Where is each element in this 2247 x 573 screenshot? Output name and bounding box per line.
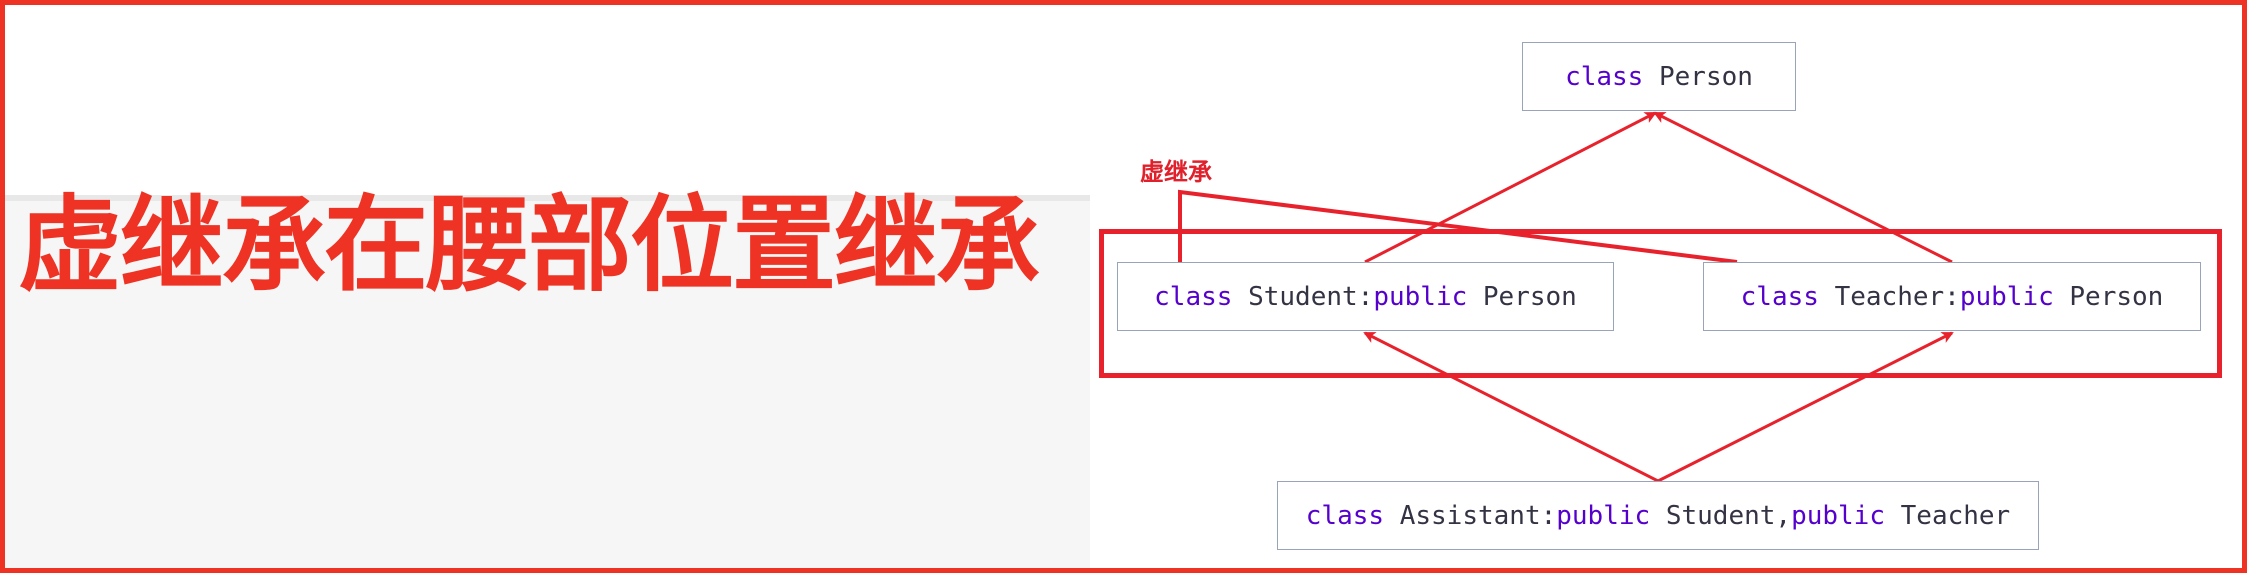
page-title: 虚继承在腰部位置继承 [18, 184, 1040, 306]
class-student-box: class Student:public Person [1117, 262, 1614, 331]
keyword-token: public [1791, 500, 1885, 531]
identifier-token: Person [1467, 281, 1577, 312]
identifier-token: Teacher [1884, 500, 2011, 531]
identifier-token: Person [2053, 281, 2164, 312]
class-teacher-box: class Teacher:public Person [1703, 262, 2201, 331]
inheritance-arrow-student-to-person [1364, 111, 1657, 264]
keyword-token: public [1373, 281, 1468, 312]
keyword-token: class [1154, 281, 1233, 312]
identifier-token: Student: [1232, 281, 1374, 312]
inheritance-arrow-assistant-to-teacher [1657, 331, 1954, 483]
inheritance-arrow-teacher-to-person [1653, 111, 1953, 264]
left-panel-background [5, 195, 1090, 568]
annotation-pointer [1178, 189, 1738, 264]
identifier-token: Assistant: [1384, 500, 1557, 531]
inheritance-arrow-assistant-to-student [1363, 331, 1659, 483]
identifier-token: Student, [1650, 500, 1792, 531]
virtual-inheritance-label: 虚继承 [1140, 158, 1212, 186]
keyword-token: public [1959, 281, 2054, 312]
keyword-token: public [1556, 500, 1651, 531]
keyword-token: class [1740, 281, 1819, 312]
identifier-token: Person [1643, 61, 1753, 92]
waist-highlight-rect [1099, 229, 2222, 378]
keyword-token: class [1565, 61, 1644, 92]
keyword-token: class [1305, 500, 1385, 531]
class-person-box: class Person [1522, 42, 1796, 111]
class-assistant-box: class Assistant:public Student,public Te… [1277, 481, 2039, 550]
identifier-token: Teacher: [1818, 281, 1960, 312]
